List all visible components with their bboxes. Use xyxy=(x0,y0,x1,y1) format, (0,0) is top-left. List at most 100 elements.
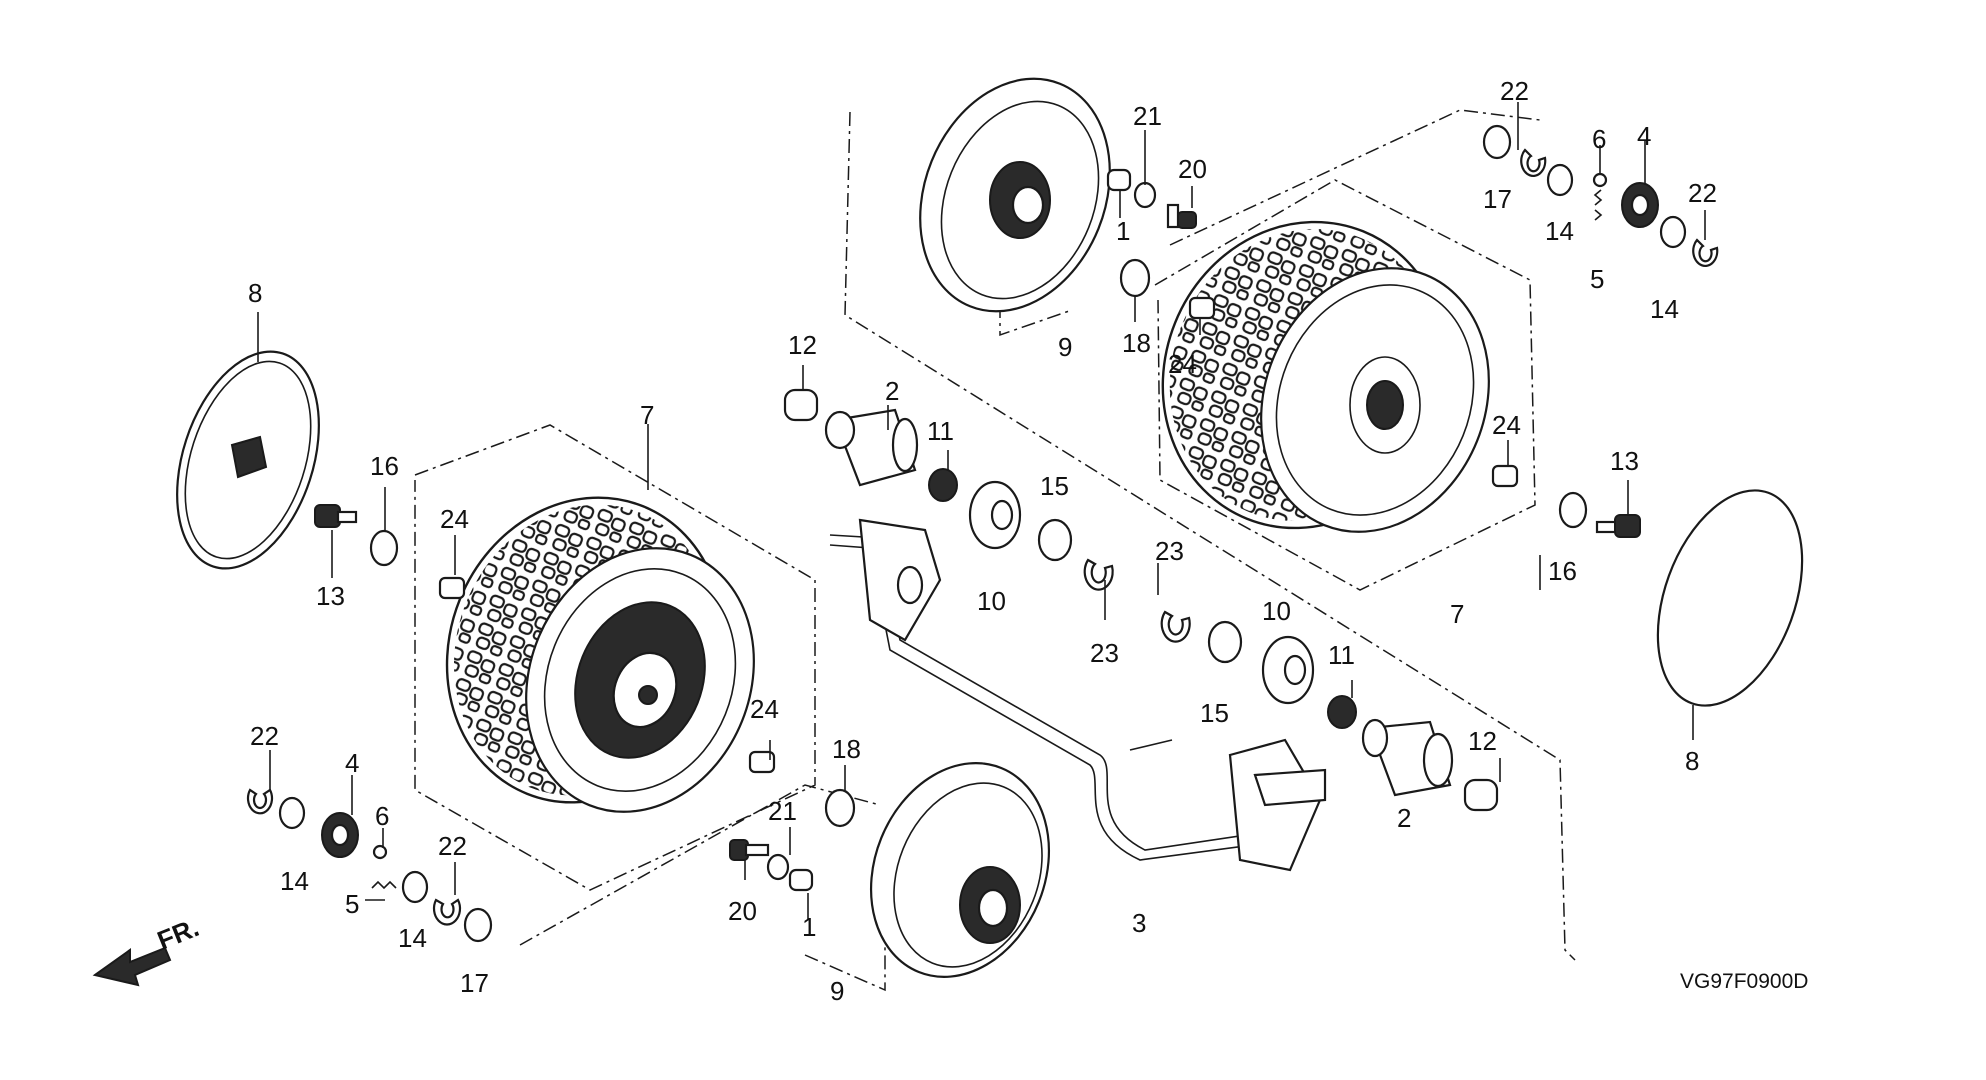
outline-upper-right-wheel-2 xyxy=(1154,179,1536,591)
label-11-lower: 11 xyxy=(1328,640,1355,670)
washer-14-lower-a xyxy=(278,796,306,830)
clip-23-upper xyxy=(1083,558,1114,591)
part-labels: 1 1 2 2 3 4 4 5 5 6 6 7 7 8 8 9 9 10 10 … xyxy=(248,76,1717,1006)
washer-16-left xyxy=(369,529,399,567)
bushing-12-lower xyxy=(1463,778,1499,812)
axle-3 xyxy=(829,518,1327,872)
label-20-upper: 20 xyxy=(1178,154,1207,184)
label-6-upper: 6 xyxy=(1592,124,1606,154)
outline-lower-hub-group xyxy=(519,784,881,946)
label-24-lower-a: 24 xyxy=(440,504,469,534)
seal-10-upper xyxy=(968,480,1022,550)
wheel-upper-right xyxy=(1161,220,1490,533)
bushing-24-lower-b xyxy=(748,750,776,774)
label-8-right: 8 xyxy=(1685,746,1699,776)
label-12-lower: 12 xyxy=(1468,726,1497,756)
label-13-left: 13 xyxy=(316,581,345,611)
spring-5-upper xyxy=(1593,189,1603,221)
clip-23-lower xyxy=(1160,610,1191,643)
bolt-13-right xyxy=(1595,514,1641,538)
bolt-20-upper xyxy=(1166,203,1197,229)
outline-lower-left-wheel xyxy=(414,424,816,891)
bearing-2-lower xyxy=(1361,718,1454,797)
label-3: 3 xyxy=(1132,908,1146,938)
label-16-right: 16 xyxy=(1548,556,1577,586)
washer-21-upper xyxy=(1133,181,1157,209)
label-15-lower: 15 xyxy=(1200,698,1229,728)
label-16-left: 16 xyxy=(370,451,399,481)
gear-4-lower xyxy=(321,812,359,858)
label-23-upper: 23 xyxy=(1090,638,1119,668)
label-10-lower: 10 xyxy=(1262,596,1291,626)
label-7-lower: 7 xyxy=(640,400,654,430)
spring-5-lower xyxy=(371,880,397,890)
label-21-upper: 21 xyxy=(1133,101,1162,131)
washer-14-upper-b xyxy=(1659,215,1687,249)
ring-15-lower xyxy=(1207,620,1243,664)
label-4-upper: 4 xyxy=(1637,121,1651,151)
label-2-upper: 2 xyxy=(885,376,899,406)
washer-18-upper xyxy=(1119,258,1151,298)
label-22-upper-b: 22 xyxy=(1688,178,1717,208)
label-18-upper: 18 xyxy=(1122,328,1151,358)
label-17-lower: 17 xyxy=(460,968,489,998)
bolt-20-lower xyxy=(729,839,770,861)
hub-9-lower xyxy=(869,762,1051,978)
bearing-2-upper xyxy=(824,408,919,487)
clip-22-lower-b xyxy=(432,898,462,926)
label-15-upper: 15 xyxy=(1040,471,1069,501)
ball-6-lower xyxy=(372,844,388,860)
label-2-lower: 2 xyxy=(1397,803,1411,833)
label-22-lower-b: 22 xyxy=(438,831,467,861)
wheel-lower-left xyxy=(445,496,755,813)
washer-18-lower xyxy=(824,788,856,828)
clip-22-lower-a xyxy=(246,788,274,815)
label-20-lower: 20 xyxy=(728,896,757,926)
label-4-lower: 4 xyxy=(345,748,359,778)
washer-14-lower-b xyxy=(401,870,429,904)
label-22-upper-a: 22 xyxy=(1500,76,1529,106)
bushing-24-upper-a xyxy=(1188,296,1216,320)
gear-4-upper xyxy=(1621,182,1659,228)
label-9-upper: 9 xyxy=(1058,332,1072,362)
washer-21-lower xyxy=(766,853,790,881)
ball-6-upper xyxy=(1592,172,1608,188)
label-18-lower: 18 xyxy=(832,734,861,764)
hub-cap-left xyxy=(176,350,320,570)
label-21-lower: 21 xyxy=(768,796,797,826)
washer-16-right xyxy=(1558,491,1588,529)
label-14-upper-a: 14 xyxy=(1545,216,1574,246)
seal-10-lower xyxy=(1261,635,1315,705)
bolt-13-left xyxy=(314,504,358,528)
label-10-upper: 10 xyxy=(977,586,1006,616)
front-arrow-icon xyxy=(92,946,172,987)
label-17-upper: 17 xyxy=(1483,184,1512,214)
label-9-lower: 9 xyxy=(830,976,844,1006)
label-14-upper-b: 14 xyxy=(1650,294,1679,324)
washer-14-upper-a xyxy=(1546,163,1574,197)
label-8-left: 8 xyxy=(248,278,262,308)
label-1-upper: 1 xyxy=(1116,216,1130,246)
label-24-upper-b: 24 xyxy=(1492,410,1521,440)
nut-11-upper xyxy=(928,468,958,502)
collar-1-upper xyxy=(1106,168,1132,192)
hub-cap-right xyxy=(1656,489,1804,707)
label-5-upper: 5 xyxy=(1590,264,1604,294)
label-5-lower: 5 xyxy=(345,889,359,919)
label-13-right: 13 xyxy=(1610,446,1639,476)
label-14-lower-b: 14 xyxy=(398,923,427,953)
clip-22-upper-a xyxy=(1520,148,1547,177)
washer-17-lower xyxy=(463,907,493,943)
clip-22-upper-b xyxy=(1692,238,1719,267)
assembly-outlines xyxy=(414,109,1576,992)
hub-9-upper xyxy=(919,77,1111,313)
label-6-lower: 6 xyxy=(375,801,389,831)
washer-17-upper xyxy=(1482,124,1512,160)
label-12-upper: 12 xyxy=(788,330,817,360)
label-23-lower: 23 xyxy=(1155,536,1184,566)
label-24-upper-a: 24 xyxy=(1168,349,1197,379)
diagram-code: VG97F0900D xyxy=(1680,970,1808,993)
collar-1-lower xyxy=(788,868,814,892)
label-1-lower: 1 xyxy=(802,912,816,942)
label-14-lower-a: 14 xyxy=(280,866,309,896)
